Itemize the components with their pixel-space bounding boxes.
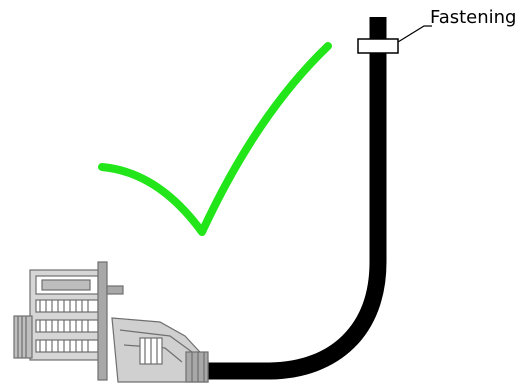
- fastening-label: Fastening: [430, 7, 517, 28]
- connector-plug-icon: [13, 261, 209, 383]
- fastening-clip: [357, 38, 399, 54]
- cable: [198, 17, 387, 380]
- fastening-leader-line: [397, 25, 432, 43]
- checkmark-icon: [98, 42, 332, 236]
